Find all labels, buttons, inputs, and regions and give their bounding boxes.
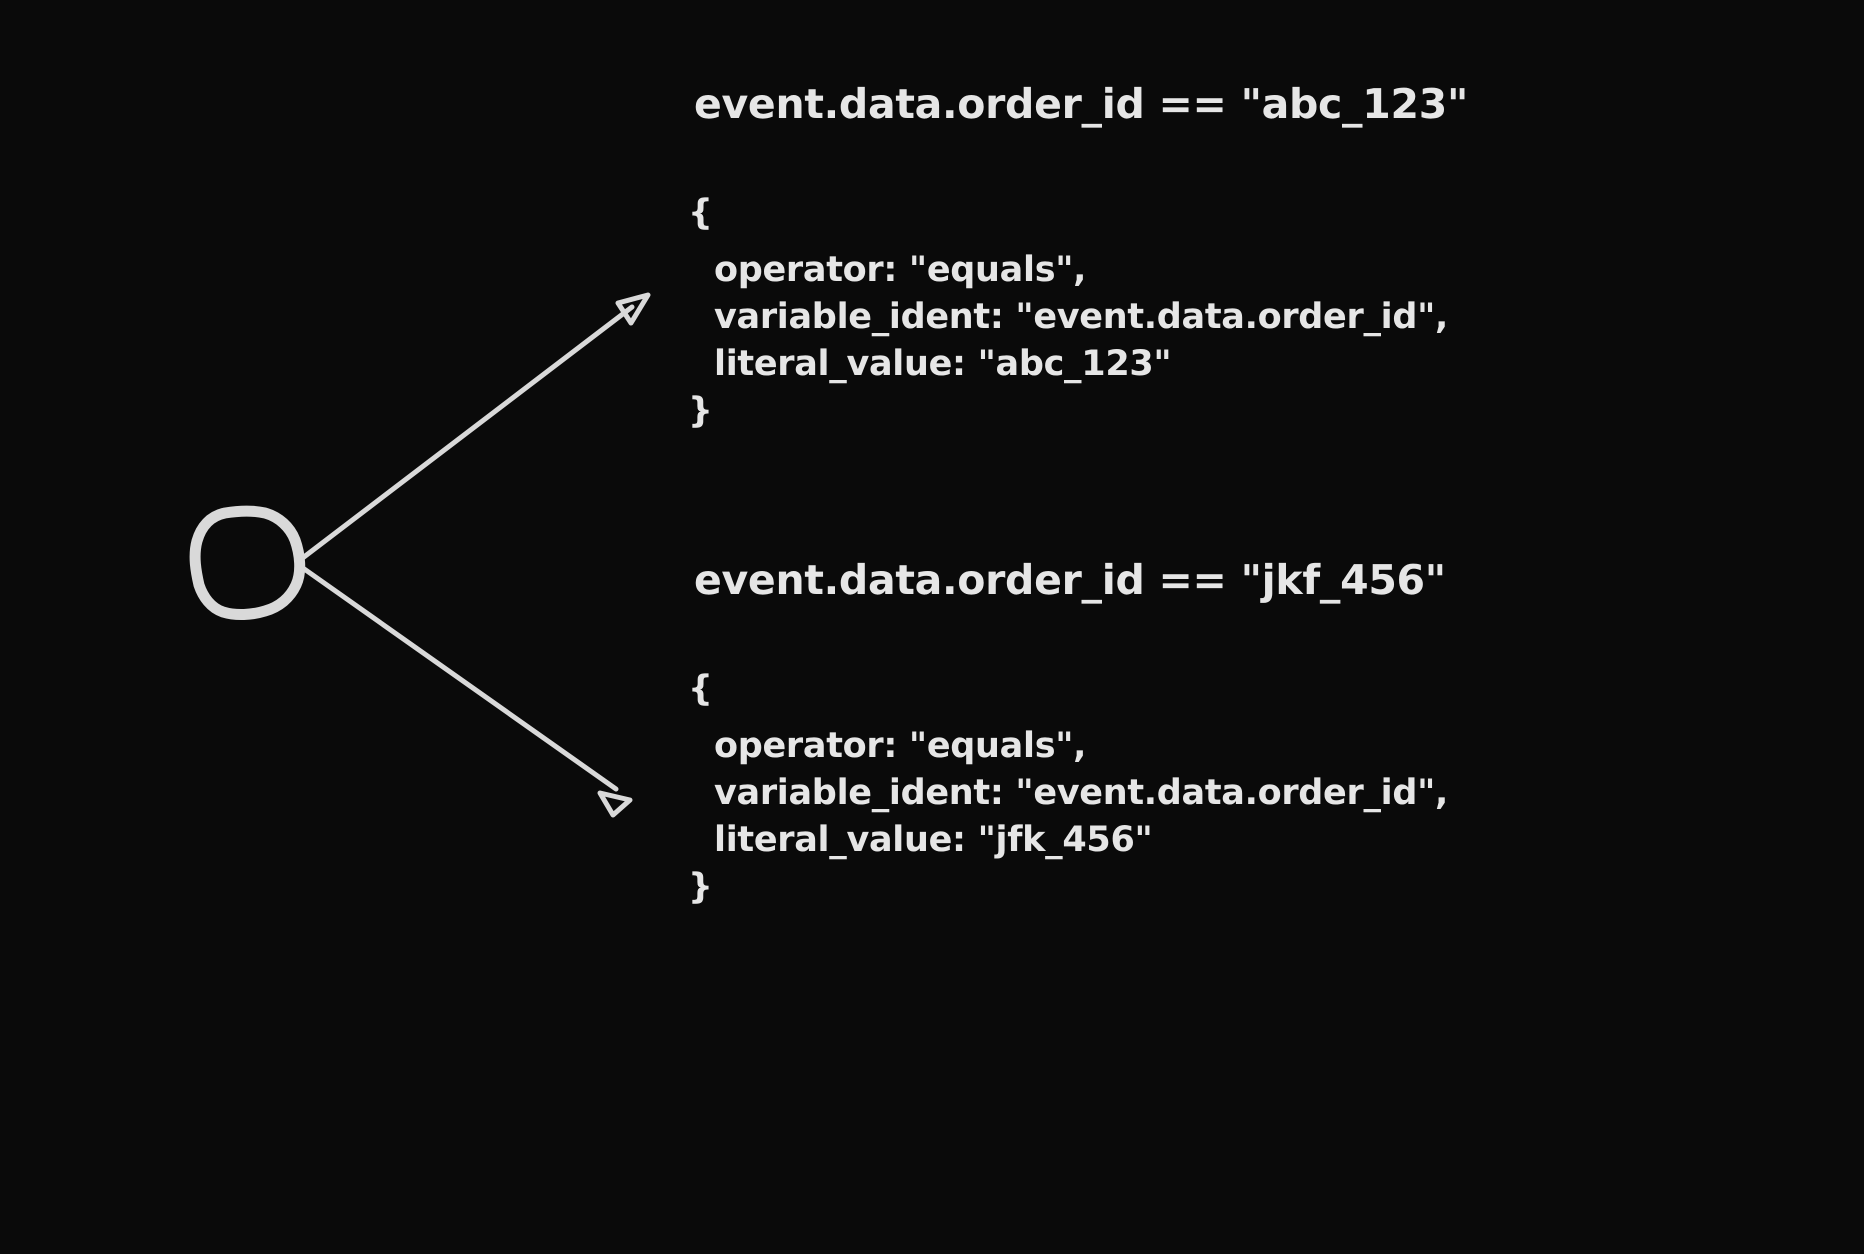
code-line-literal-value: literal_value: "abc_123" xyxy=(714,344,1172,384)
branch-1-heading: event.data.order_id == "abc_123" xyxy=(694,80,1469,128)
code-line-operator: operator: "equals", xyxy=(714,250,1087,290)
code-line-close-brace: } xyxy=(688,867,713,907)
branch-1-code-block: { operator: "equals", variable_ident: "e… xyxy=(688,190,1449,431)
edge-to-branch-2[interactable] xyxy=(297,563,633,818)
code-line-variable-ident: variable_ident: "event.data.order_id", xyxy=(714,297,1449,337)
code-line-literal-value: literal_value: "jfk_456" xyxy=(714,820,1153,860)
code-line-open-brace: { xyxy=(688,193,713,233)
code-line-open-brace: { xyxy=(688,669,713,709)
octagon-node[interactable] xyxy=(189,505,306,620)
branch-2-heading: event.data.order_id == "jkf_456" xyxy=(694,556,1446,604)
edge-to-branch-1[interactable] xyxy=(297,292,651,563)
branch-2-code-block: { operator: "equals", variable_ident: "e… xyxy=(688,666,1449,907)
code-line-close-brace: } xyxy=(688,391,713,431)
code-line-variable-ident: variable_ident: "event.data.order_id", xyxy=(714,773,1449,813)
code-line-operator: operator: "equals", xyxy=(714,726,1087,766)
